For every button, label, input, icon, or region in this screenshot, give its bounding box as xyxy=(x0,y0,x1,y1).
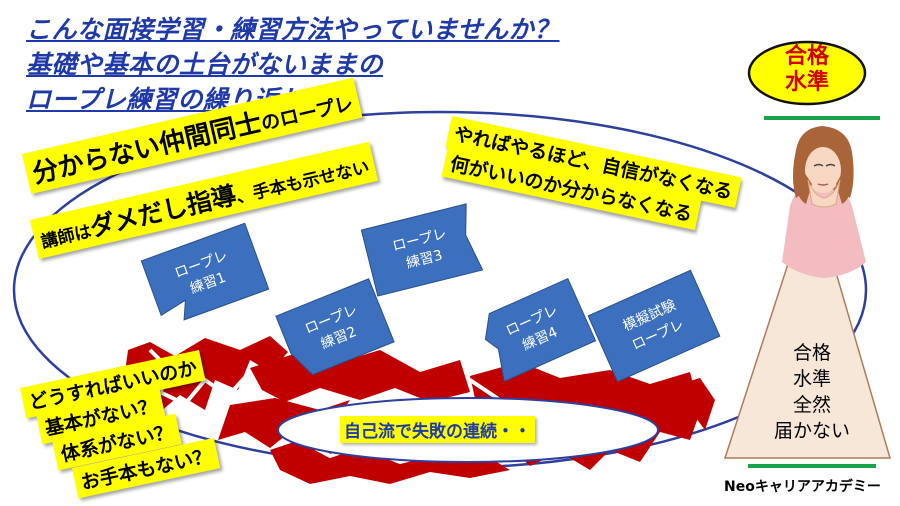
badge-line-1: 合格 xyxy=(784,44,829,69)
pyramid-line-3: 全然 xyxy=(792,394,831,416)
pyramid-line-1: 合格 xyxy=(792,342,831,364)
pyramid-label: 合格 水準 全然 届かない xyxy=(758,340,866,444)
teacher-note-a: 講師は xyxy=(39,221,94,253)
roleplay-box-4: ロープレ 練習4 xyxy=(476,277,597,383)
badge-line-2: 水準 xyxy=(784,70,829,95)
crack-piece-far-right xyxy=(660,378,715,430)
mock-exam-roleplay-box: 模擬試験 ロープレ xyxy=(587,269,721,383)
pyramid-line-4: 届かない xyxy=(773,420,850,442)
worried-woman-illustration xyxy=(782,126,866,278)
brand-label: Neoキャリアアカデミー xyxy=(724,479,881,495)
target-badge xyxy=(747,40,867,106)
pyramid xyxy=(723,187,891,459)
pyramid-line-2: 水準 xyxy=(792,368,831,390)
failure-label: 自己流で失敗の連続・・ xyxy=(340,416,535,443)
title-line-2: 基礎や基本の土台がないままの xyxy=(26,50,384,79)
crack-piece-center-left xyxy=(250,350,470,402)
roleplay-box-3: ロープレ 練習3 xyxy=(360,203,484,297)
roleplay-box-1: ロープレ 練習1 xyxy=(140,222,270,326)
target-badge-label: 合格 水準 xyxy=(772,44,842,96)
roleplay-box-2: ロープレ 練習2 xyxy=(275,278,395,380)
title-line-1: こんな面接学習・練習方法やっていませんか？ xyxy=(26,15,560,44)
